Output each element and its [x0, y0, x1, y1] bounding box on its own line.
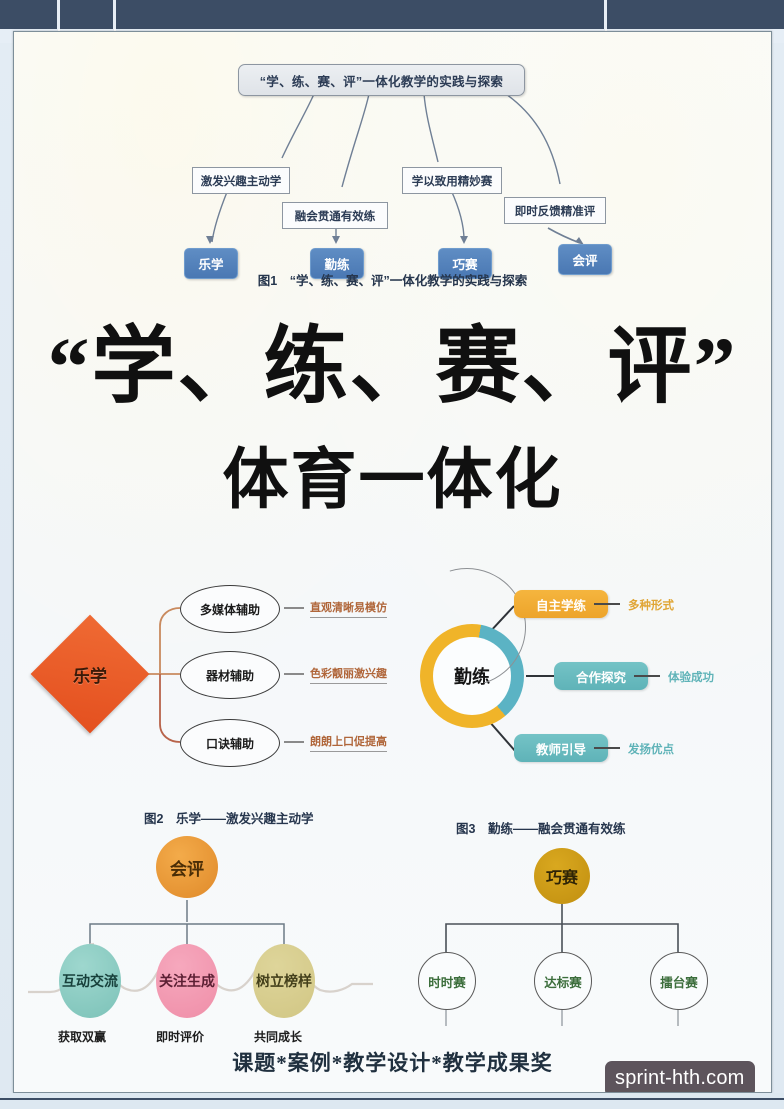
fig1-node-huiping: 会评	[558, 244, 612, 275]
figure-3: 勤练 自主学练 合作探究 教师引导 多种形式 体验成功 发扬优点	[387, 547, 771, 802]
fig4-node-0-label: 互动交流	[62, 972, 118, 989]
top-bar-divider-1	[57, 0, 60, 29]
figure-2: 乐学 多媒体辅助 器材辅助 口诀辅助 直观清晰易模仿 色彩靓丽激兴趣 朗朗上口促…	[28, 562, 398, 802]
fig2-node-1: 器材辅助	[180, 651, 280, 699]
fig3-pill-0: 自主学练	[514, 590, 608, 618]
fig3-center-ring: 勤练	[420, 624, 524, 728]
hero-title-line2: 体育一体化	[222, 444, 563, 517]
fig3-center-label: 勤练	[433, 637, 511, 715]
top-bar-divider-2	[113, 0, 116, 29]
fig4-node-1-label: 关注生成	[159, 972, 215, 989]
fig4-caption-2: 共同成长	[254, 1030, 303, 1044]
fig2-label-0: 直观清晰易模仿	[310, 599, 387, 618]
fig4-node-2: 树立榜样	[253, 944, 315, 1018]
fig3-label-0: 多种形式	[628, 600, 674, 612]
fig2-center-label: 乐学	[73, 666, 107, 686]
fig5-node-0: 时时赛	[418, 952, 476, 1010]
browser-top-bar	[0, 0, 784, 29]
fig1-branch-0: 激发兴趣主动学	[192, 167, 290, 194]
fig3-dash-2	[594, 747, 620, 749]
figure-2-connectors	[140, 607, 181, 743]
figure-1-connectors	[206, 93, 584, 245]
fig2-node-0: 多媒体辅助	[180, 585, 280, 633]
figure-4: 会评 互动交流 关注生成 树立榜样 获取双赢 即时评价 共同成长	[28, 832, 398, 1057]
fig1-node-qinlian: 勤练	[310, 248, 364, 279]
browser-bottom-bar	[0, 1093, 784, 1109]
fig5-node-2: 擂台赛	[650, 952, 708, 1010]
fig3-caption: 图3 勤练——融会贯通有效练	[456, 822, 626, 836]
fig1-branch-2: 学以致用精妙赛	[402, 167, 502, 194]
top-bar-divider-3	[604, 0, 607, 29]
fig2-dash-1	[284, 673, 304, 675]
fig1-node-lexue: 乐学	[184, 248, 238, 279]
hero-title-line1: “学、练、赛、评”	[47, 321, 738, 414]
fig1-root-box: “学、练、赛、评”一体化教学的实践与探索	[238, 64, 525, 96]
fig3-pill-1: 合作探究	[554, 662, 648, 690]
fig2-label-2: 朗朗上口促提高	[310, 733, 387, 752]
fig3-label-1: 体验成功	[668, 672, 714, 684]
fig3-dash-0	[594, 603, 620, 605]
fig4-node-0: 互动交流	[59, 944, 121, 1018]
figure-5: 巧赛 时时赛 达标赛 擂台赛	[402, 840, 771, 1050]
fig2-label-1: 色彩靓丽激兴趣	[310, 665, 387, 684]
fig3-label-2: 发扬优点	[628, 744, 674, 756]
fig1-branch-1: 融会贯通有效练	[282, 202, 388, 229]
fig2-dash-2	[284, 741, 304, 743]
fig4-node-2-label: 树立榜样	[256, 972, 312, 989]
fig2-node-2: 口诀辅助	[180, 719, 280, 767]
document-page: “学、练、赛、评”一体化教学的实践与探索 激发兴趣主动学 融会贯通有效练 学以致…	[13, 31, 772, 1093]
fig1-node-qiaosai: 巧赛	[438, 248, 492, 279]
fig5-node-1: 达标赛	[534, 952, 592, 1010]
fig5-center-node: 巧赛	[534, 848, 590, 904]
figure-5-connectors	[445, 904, 679, 1026]
fig1-branch-3: 即时反馈精准评	[504, 197, 606, 224]
fig4-center-node: 会评	[156, 836, 218, 898]
fig4-caption-1: 即时评价	[156, 1030, 205, 1044]
footer-text: 课题*案例*教学设计*教学成果奖	[232, 1051, 553, 1075]
fig1-caption: 图1 “学、练、赛、评”一体化教学的实践与探索	[257, 274, 528, 288]
fig2-caption: 图2 乐学——激发兴趣主动学	[144, 812, 314, 826]
figure-1: “学、练、赛、评”一体化教学的实践与探索 激发兴趣主动学 融会贯通有效练 学以致…	[14, 32, 771, 297]
watermark-badge: sprint-hth.com	[605, 1061, 755, 1092]
fig3-dash-1	[634, 675, 660, 677]
fig4-node-1: 关注生成	[156, 944, 218, 1018]
fig3-pill-2: 教师引导	[514, 734, 608, 762]
fig2-dash-0	[284, 607, 304, 609]
fig4-caption-0: 获取双赢	[58, 1030, 107, 1044]
